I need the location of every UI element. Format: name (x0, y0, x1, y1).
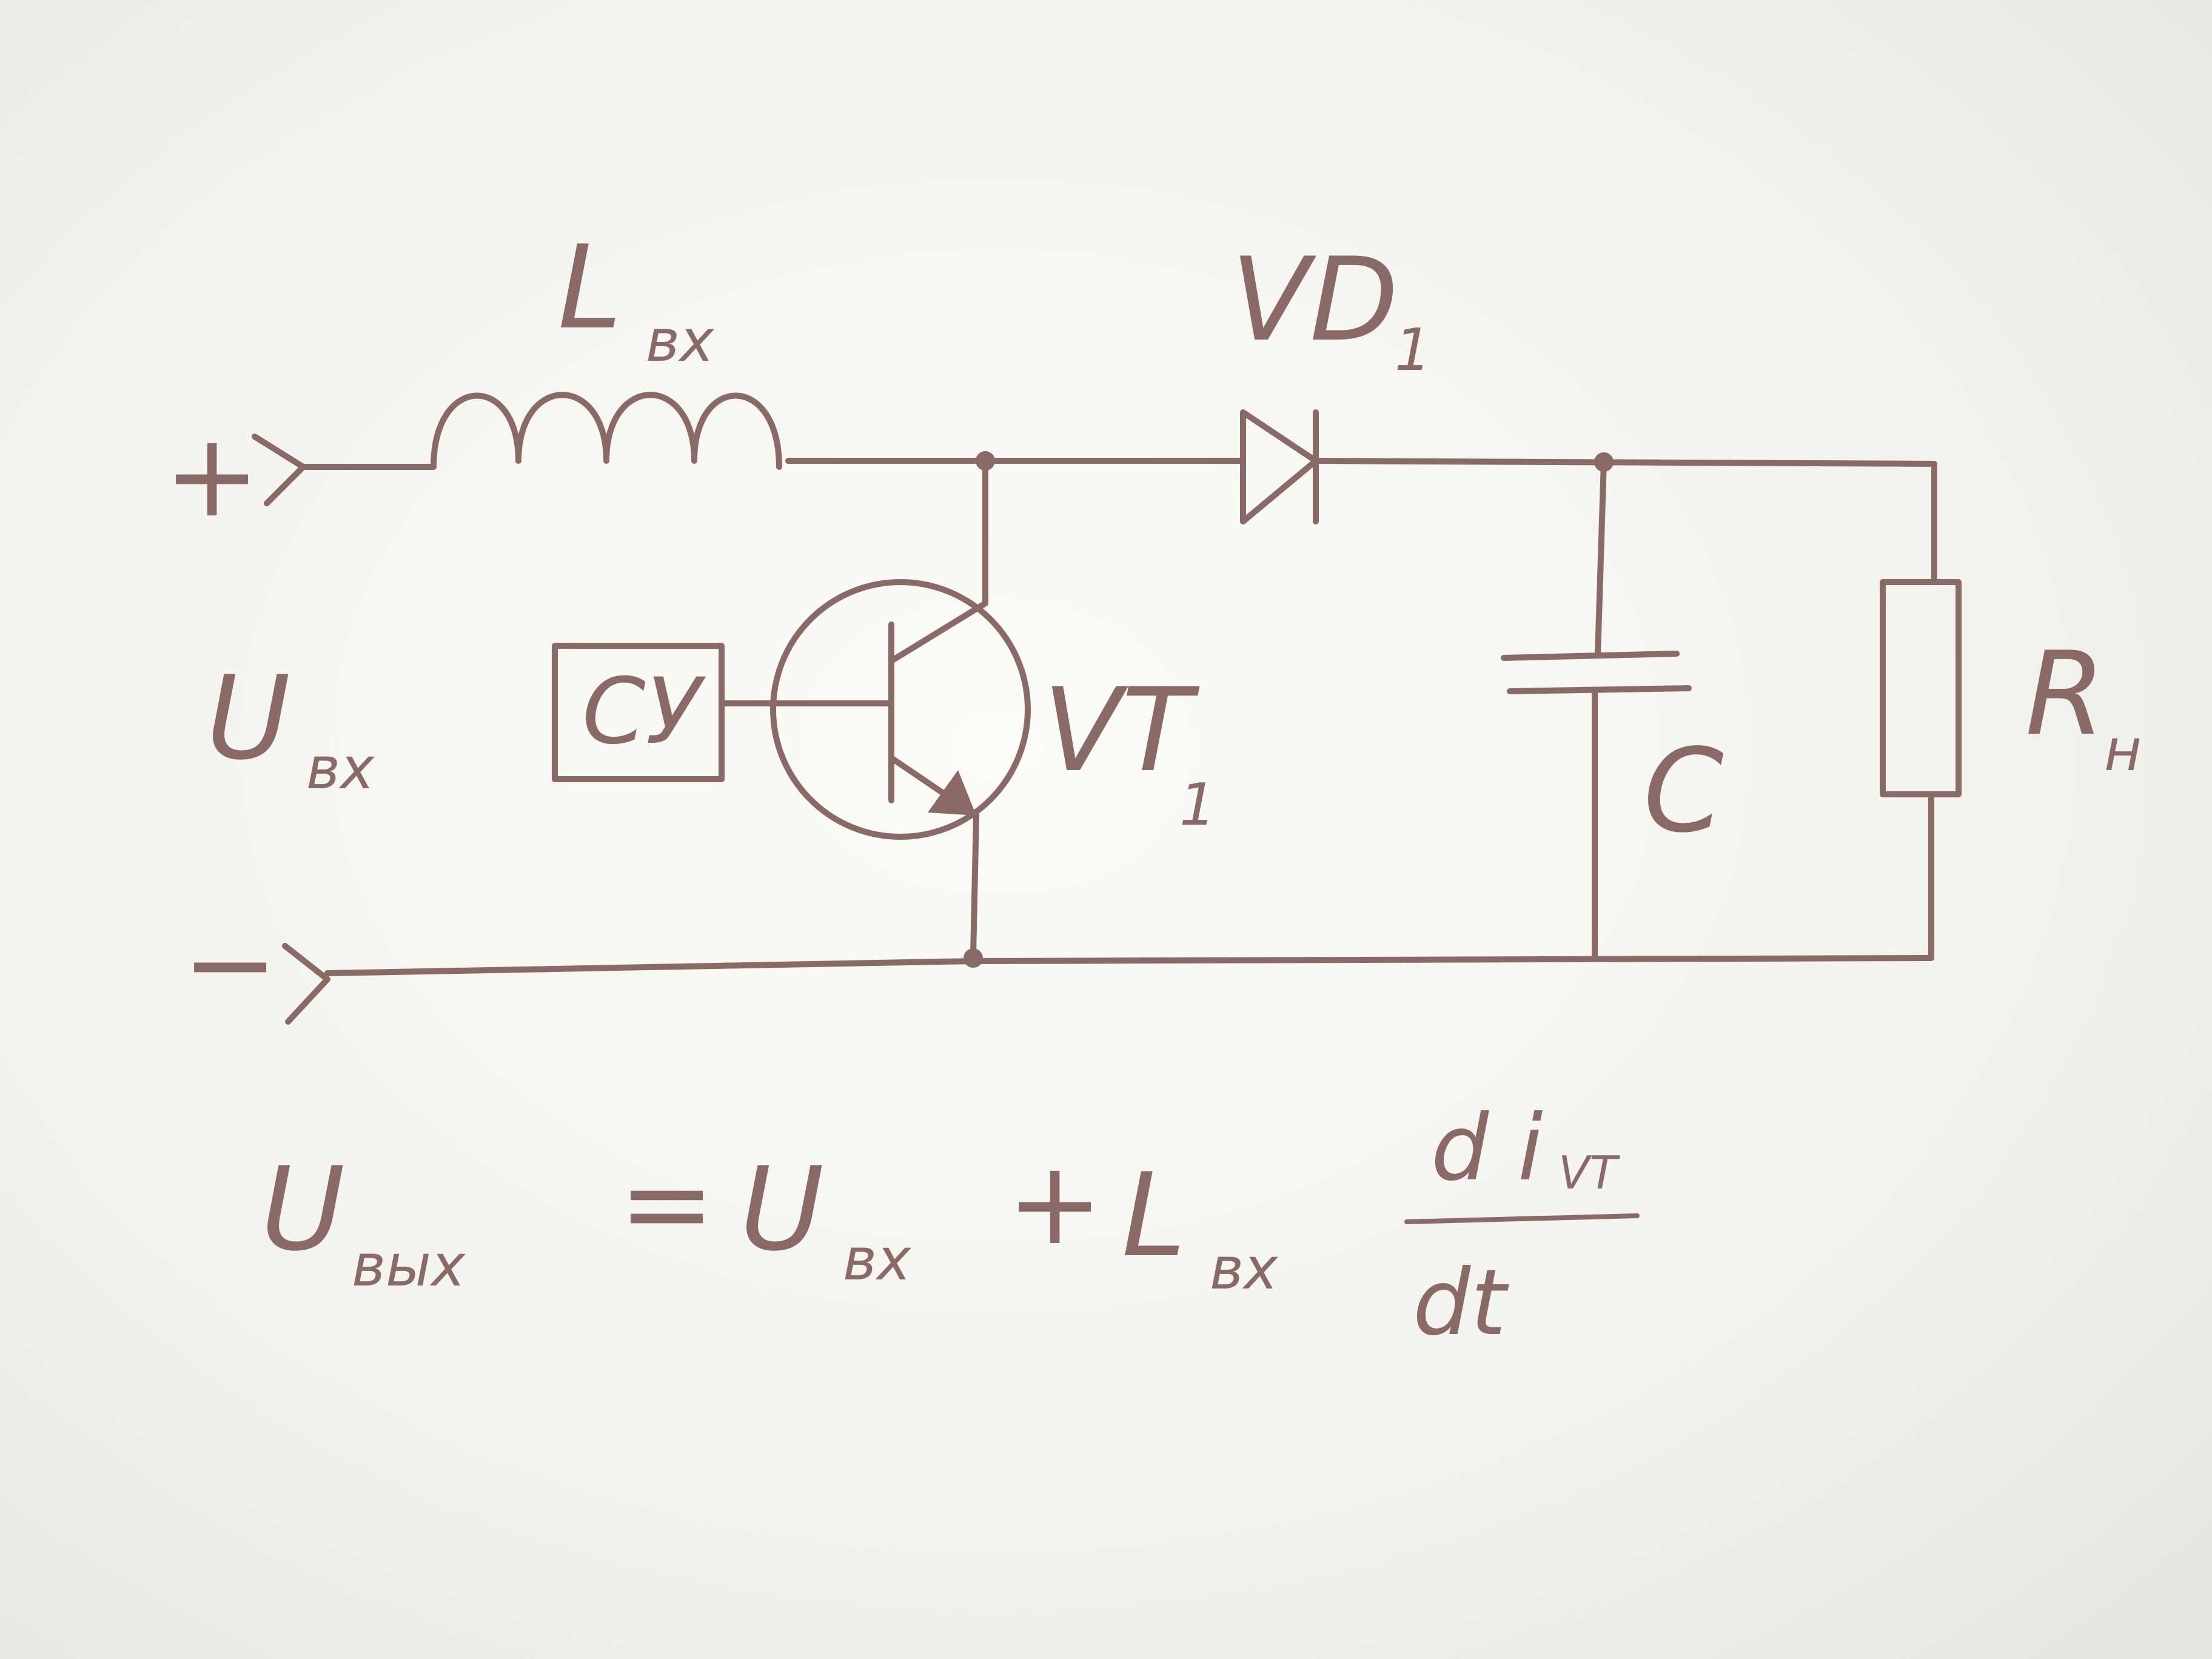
bottom-rail (324, 791, 1934, 976)
formula-denominator: dt (1413, 1250, 1509, 1356)
capacitor-label: C (1643, 724, 1724, 858)
capacitor-plate-bottom (1507, 685, 1692, 694)
formula-numerator: d i (1431, 1096, 1543, 1201)
plus-terminal-label: + (164, 409, 260, 543)
top-rail-right (1313, 458, 1937, 585)
inductor-label-sub: вх (646, 308, 715, 375)
input-voltage-label-sub: вх (306, 736, 375, 802)
transistor-collector-lead (888, 600, 988, 664)
diode-label: VD (1231, 233, 1398, 367)
formula-plus: + (1007, 1136, 1103, 1270)
transistor-label: VT (1043, 663, 1200, 797)
minus-terminal-label: − (182, 897, 278, 1031)
load-label: R (2025, 627, 2105, 761)
formula-term2-sub: вх (1210, 1236, 1279, 1302)
load-resistor-box (1880, 579, 1962, 797)
formula-term1: U (740, 1142, 824, 1276)
formula-term2: L (1122, 1148, 1186, 1282)
transistor-label-sub: 1 (1179, 772, 1216, 839)
plus-terminal-arrow (252, 434, 306, 506)
diode-triangle (1240, 409, 1319, 525)
emitter-arrow-icon (928, 770, 976, 816)
formula-term1-sub: вх (843, 1227, 912, 1293)
inductor-symbol (431, 392, 782, 470)
formula-lhs-sub: вых (352, 1233, 466, 1299)
formula-equals: = (618, 1136, 715, 1270)
load-label-sub: н (2104, 717, 2142, 784)
formula-fraction-bar (1404, 1213, 1640, 1224)
transistor-circle (770, 579, 1031, 840)
capacitor-plate-top (1501, 651, 1680, 661)
control-unit-box (552, 643, 725, 782)
inductor-label: L (558, 221, 622, 355)
formula-lhs: U (261, 1142, 345, 1276)
formula: U вых = U вх + L вх d i VT dt (261, 1096, 1640, 1356)
input-voltage-label: U (206, 651, 290, 785)
capacitor-top-wire (1595, 459, 1607, 658)
formula-numerator-sub: VT (1558, 1146, 1620, 1199)
emitter-wire (970, 813, 979, 958)
control-unit-label: СУ (582, 659, 706, 765)
diode-label-sub: 1 (1395, 317, 1431, 384)
minus-terminal-arrow (282, 943, 330, 1025)
bottom-junction-node (964, 948, 983, 968)
